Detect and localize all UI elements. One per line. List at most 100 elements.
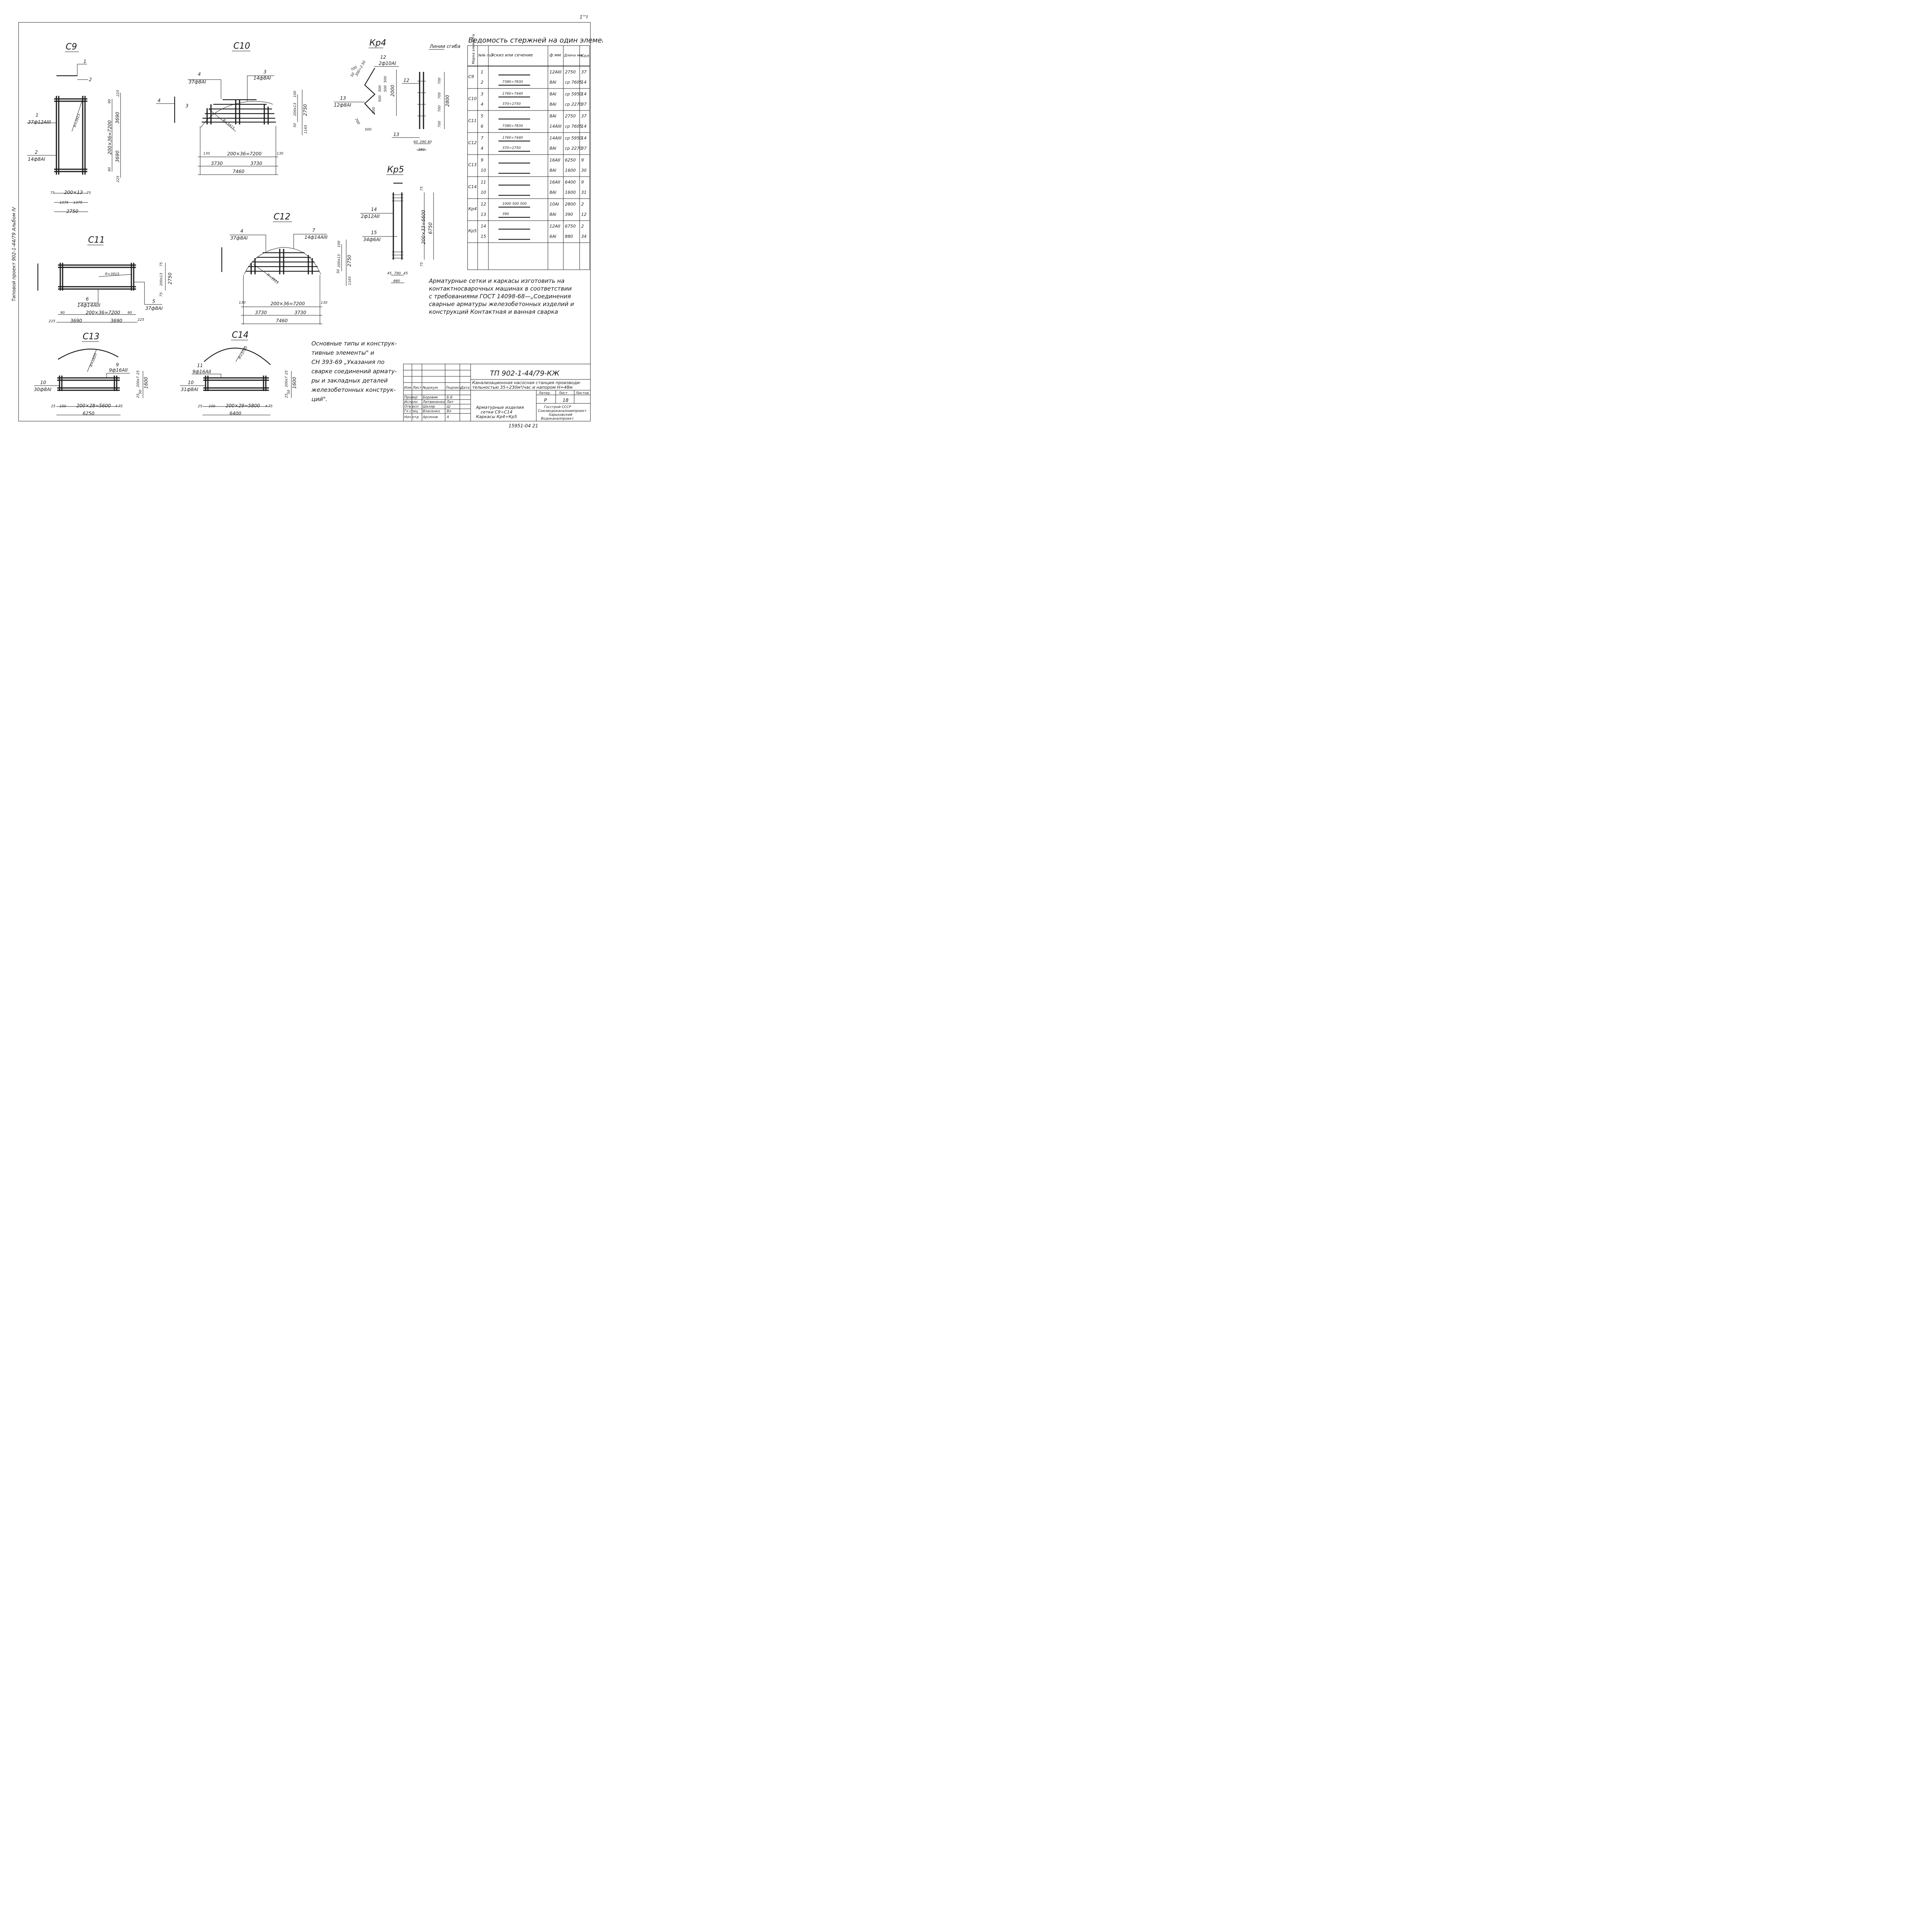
kp4-side-title: Линии сгиба	[429, 44, 461, 49]
schedule-cell-len: ср 5950	[565, 92, 582, 97]
schedule-cell-qty: 37	[581, 70, 587, 75]
kp4-side-12: 12	[403, 78, 409, 83]
c9-label-2b: 14ф8АI	[28, 156, 45, 162]
note2-line: ры и закладных деталей	[311, 377, 388, 384]
c10-leader-3	[247, 75, 274, 101]
c13-radius: R=1620	[89, 353, 98, 367]
kp5-label-15a: 15	[371, 230, 377, 235]
c14-label-11a: 11	[197, 363, 203, 368]
schedule-cell-qty: 9	[581, 180, 584, 185]
c14-title: С14	[232, 330, 248, 340]
schedule-cell-pos: 12	[481, 202, 486, 207]
schedule-cell-pos: 15	[481, 234, 486, 239]
kp4-side-700b: 700	[438, 92, 442, 99]
schedule-cell-dia: 14АIII	[549, 136, 561, 141]
kp4-side-40: 40	[427, 140, 432, 144]
schedule-cell-sketch: 7380÷7830	[502, 124, 523, 128]
c12-dim-50: 50	[337, 269, 340, 274]
kp5-dim-45a: 45	[387, 272, 392, 276]
schedule-cell-dia: 8АI	[549, 92, 556, 97]
tb-org: Союзводоканалниипроект	[538, 409, 587, 413]
corner-mark: 1'''I	[580, 14, 588, 20]
tb-name: Арсенов	[422, 415, 438, 419]
c13-label-10b: 30ф8АI	[34, 387, 51, 392]
c12-radius: R=3915	[266, 273, 279, 285]
c13-dim-1600: 1600	[143, 377, 149, 389]
c10-dim-3730a: 3730	[211, 161, 223, 166]
element-c11: С11 R=3915 6 14ф14АIII 5 37ф8АI 75 200x1…	[37, 235, 173, 323]
c11-label-6a: 6	[86, 296, 89, 302]
kp4-side-290: 290	[420, 140, 426, 144]
stamp-number: 15951-04 21	[509, 423, 538, 429]
schedule-cell-pos: 7	[481, 136, 483, 141]
c9-radius-line	[71, 96, 84, 132]
c10-dim-3730b: 3730	[250, 161, 262, 166]
schedule-cell-qty: 37	[581, 146, 587, 151]
schedule-cell-len: 1600	[565, 190, 576, 195]
c13-dim-25c: 25	[51, 405, 56, 408]
c14-dim-200x7: 200x7	[285, 376, 289, 387]
schedule-cell-pos: 5	[481, 114, 483, 119]
c12-dim-3730b: 3730	[294, 310, 306, 315]
schedule-cell-pos: 10	[481, 168, 486, 173]
schedule-cell-qty: 14	[581, 136, 587, 141]
schedule-cell-len: 880	[565, 234, 573, 239]
c14-dim-1600: 1600	[292, 377, 297, 389]
tb-role: Провер	[404, 396, 418, 400]
kp4-dim-700b: 700	[354, 118, 360, 126]
schedule-cell-pos: 4	[481, 146, 483, 151]
c10-side3: 3	[185, 103, 189, 109]
tb-col-list: Лист	[412, 386, 422, 390]
c13-dim-25b: 25	[136, 393, 140, 398]
c10-dim-130b: 130	[277, 152, 283, 156]
tb-col-izm: Изм	[404, 386, 412, 390]
schedule-cell-sketch: 7380÷7830	[502, 80, 523, 84]
c11-label-6b: 14ф14АIII	[77, 303, 100, 308]
c13-leader-9	[106, 373, 130, 378]
schedule-frame	[467, 45, 590, 270]
schedule-cell-qty: 2	[581, 202, 584, 207]
c9-mark-1: 1	[83, 59, 87, 64]
note2-line: железобетонных конструк-	[311, 386, 396, 393]
tb-name: Власенко	[423, 410, 440, 413]
tb-role: Нач отд	[404, 415, 418, 419]
tb-sign: Ш	[447, 405, 451, 409]
c12-dim-130a: 130	[239, 301, 245, 305]
c9-dim-225b: 225	[116, 176, 120, 182]
note1-line: сварные арматуры железобетонных изделий …	[429, 301, 574, 308]
c14-dim-50: 50	[287, 389, 291, 394]
schedule-cell-pos: 3	[481, 92, 483, 97]
tb-project: тельностью 35÷230м³/час и напором Н=48м	[472, 385, 573, 390]
c9-dim-1375a: 1375	[60, 201, 68, 205]
c10-side4: 4	[158, 98, 161, 103]
kp5-label-15b: 34ф6АI	[363, 237, 381, 242]
note1-line: с требованиями ГОСТ 14098-68—„Соединения	[429, 293, 571, 300]
c12-label-7b: 14ф14АIII	[304, 235, 328, 240]
kp4-side-2800: 2800	[445, 95, 450, 107]
c11-dim-225a: 225	[49, 320, 55, 323]
c12-title: С12	[274, 212, 290, 222]
schedule-cell-len: 1600	[565, 168, 576, 173]
schedule-cell-dia: 16АII	[549, 180, 560, 185]
rebar-schedule: Ведомость стержней на один элемент Марка…	[467, 34, 603, 270]
schedule-cell-dia: 8АI	[549, 102, 556, 107]
schedule-head-mark: Марка элемента	[472, 34, 476, 64]
kp4-side-700d: 700	[438, 121, 442, 128]
kp4-title: Кр4	[369, 38, 386, 48]
kp5-title: Кр5	[387, 165, 404, 175]
c9-title: С9	[66, 42, 77, 52]
tb-sign: Вл	[447, 410, 451, 413]
c9-label-2a: 2	[35, 150, 38, 155]
element-c14: С14 R=3780 11 9ф16АII 10 31ф8АI 25 200x7…	[180, 330, 297, 416]
c9-label-1b: 37ф12АIII	[28, 119, 51, 125]
schedule-cell-dia: 8АI	[549, 80, 556, 85]
c9-dim-3690a: 3690	[115, 112, 120, 124]
schedule-cell-qty: 37	[581, 114, 587, 119]
c9-radius: R=3915	[73, 113, 81, 128]
c13-dim-long: 200×28=5600	[77, 403, 111, 408]
tb-sign: А	[446, 415, 449, 419]
c11-dim-225b: 225	[138, 318, 144, 322]
schedule-cell-pos: 4	[481, 102, 483, 107]
c10-dim-130a: 130	[203, 152, 210, 156]
kp5-dim-45b: 45	[403, 272, 408, 276]
